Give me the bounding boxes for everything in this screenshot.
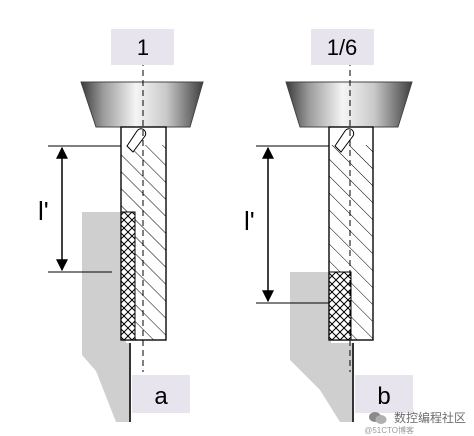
ratio-label-b: 1/6 <box>327 35 358 60</box>
engaged-zone-hatch-b <box>328 271 352 341</box>
panel-b: 1/6 l' b <box>244 29 413 422</box>
length-label-b: l' <box>244 206 255 236</box>
tool-holder-a <box>80 81 204 128</box>
ratio-label-box-a <box>111 29 174 65</box>
shank-slot-b <box>334 128 355 153</box>
shank-slot-a <box>126 128 147 153</box>
length-label-a: l' <box>38 196 49 226</box>
ratio-label-box-b <box>311 29 374 65</box>
watermark-sub: @51CTO博客 <box>364 426 414 435</box>
panel-label-box-a <box>132 375 190 413</box>
panel-a: 1 l' a <box>38 29 204 422</box>
watermark: 数控编程社区 <box>368 409 466 426</box>
panel-label-b: b <box>377 383 390 410</box>
workpiece-a <box>82 212 131 422</box>
panel-label-box-b <box>355 375 413 413</box>
tool-holder-b <box>285 81 413 128</box>
engaged-zone-hatch-a <box>120 211 136 341</box>
panel-label-a: a <box>154 383 168 410</box>
wechat-icon <box>368 411 387 424</box>
workpiece-b <box>290 272 354 422</box>
watermark-text: 数控编程社区 <box>393 411 466 425</box>
ratio-label-a: 1 <box>137 35 149 60</box>
